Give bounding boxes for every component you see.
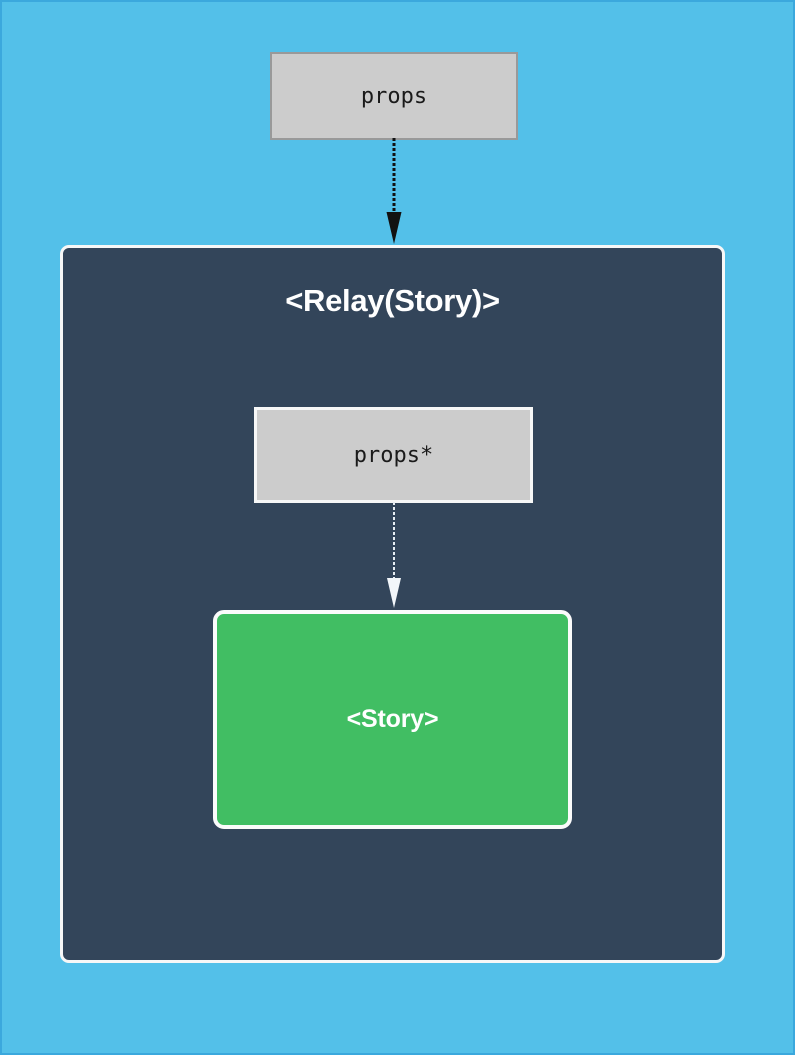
- node-props-inner[interactable]: props*: [254, 407, 533, 503]
- node-relay-story-title: <Relay(Story)>: [285, 283, 500, 318]
- node-props-outer-label: props: [360, 83, 428, 109]
- edge-props-to-relay-arrow: [386, 138, 402, 244]
- node-relay-story-container[interactable]: <Relay(Story)>: [60, 245, 725, 963]
- node-props-outer[interactable]: props: [270, 52, 518, 140]
- node-props-inner-label: props*: [353, 442, 434, 468]
- node-story[interactable]: <Story>: [213, 610, 572, 829]
- node-story-label: <Story>: [346, 705, 439, 733]
- edge-props-to-relay-arrowhead: [386, 212, 402, 244]
